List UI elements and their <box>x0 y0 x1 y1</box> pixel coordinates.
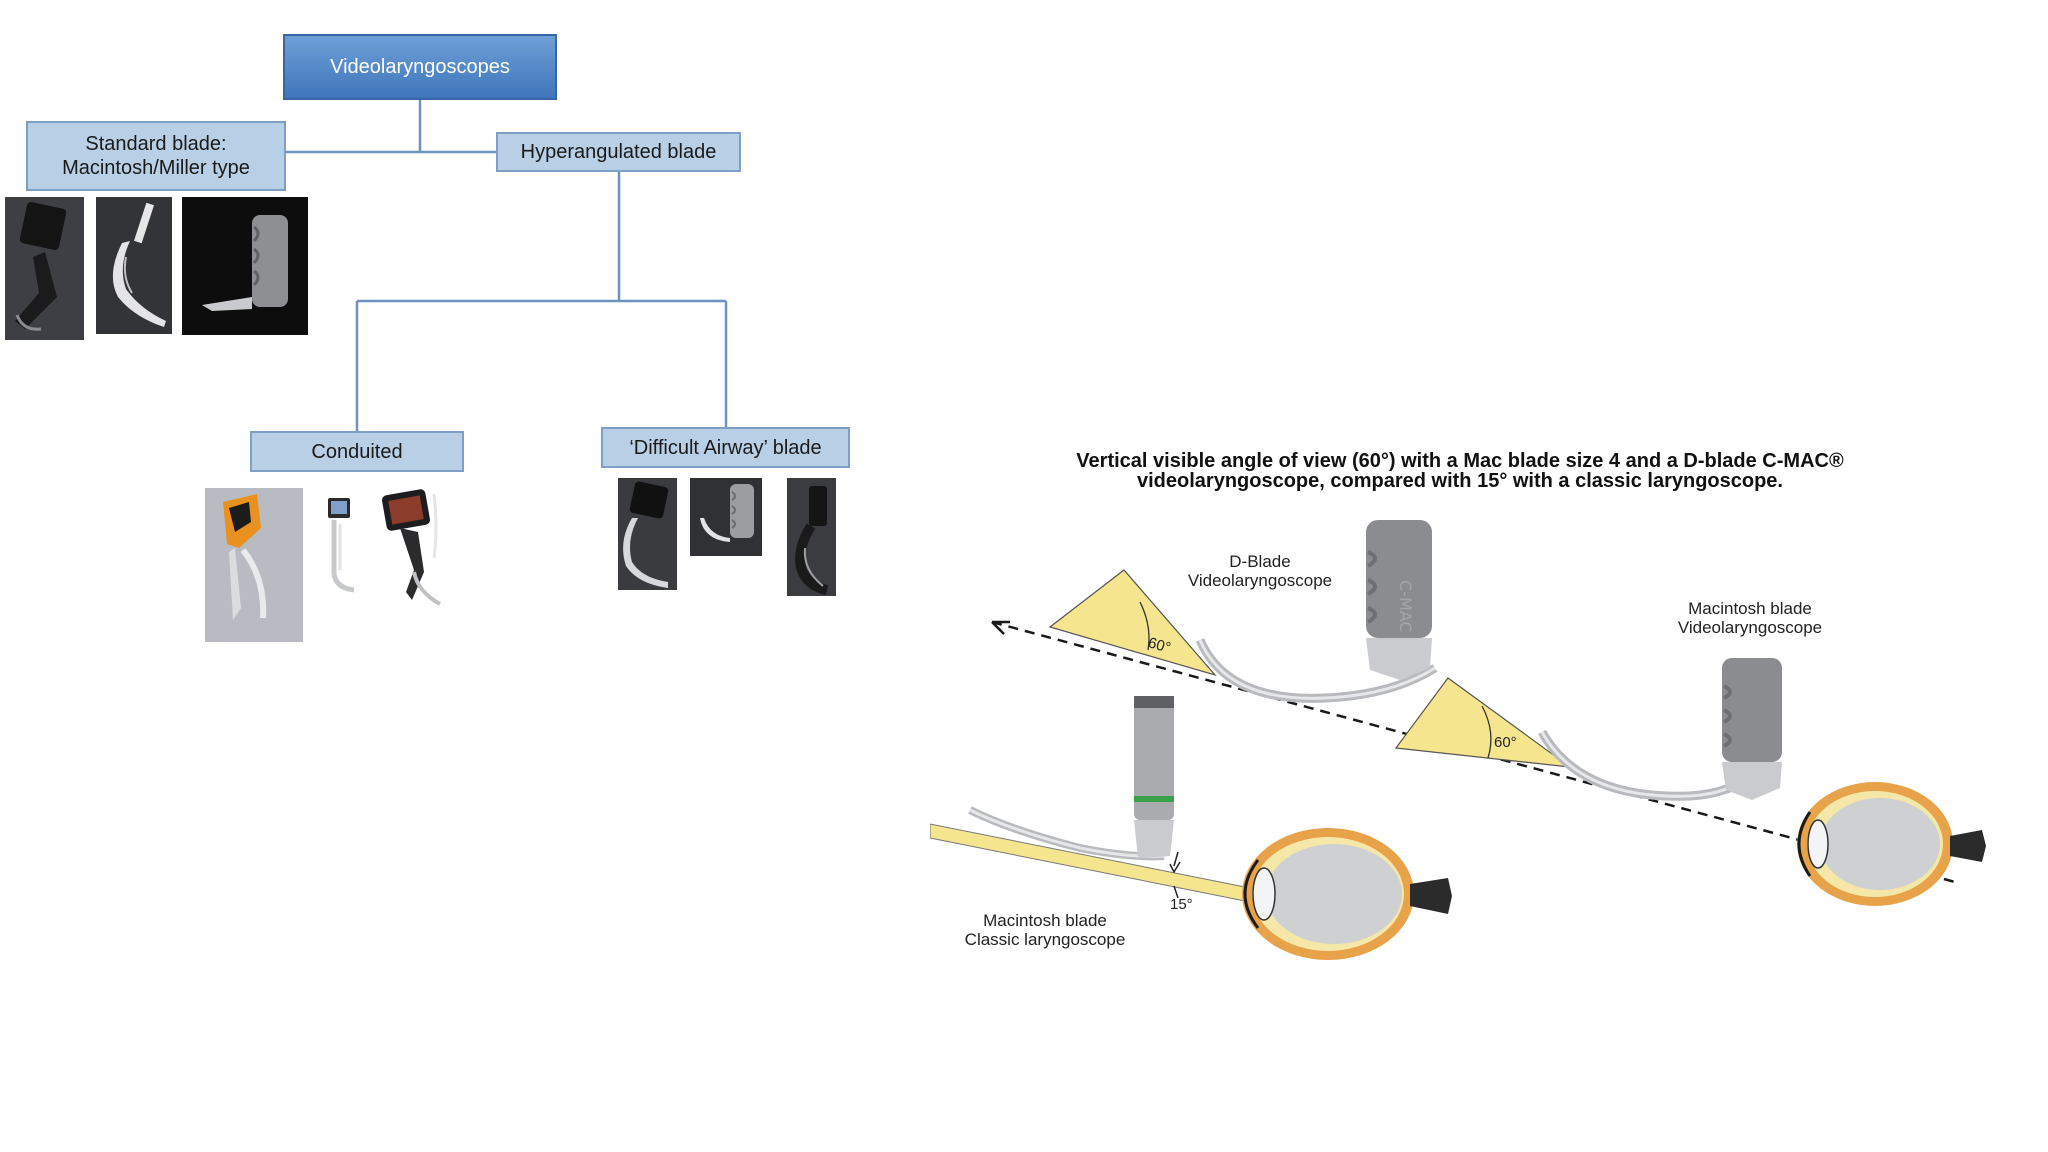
mac-classic-laryngoscope-label: Macintosh blade Classic laryngoscope <box>935 911 1155 949</box>
view-cone-dblade <box>1048 569 1217 677</box>
angle-of-view-diagram: C-MAC <box>930 520 1986 960</box>
root-label: Videolaryngoscopes <box>330 56 510 78</box>
figure-title-line1: Vertical visible angle of view (60°) wit… <box>1076 450 1844 472</box>
blade-photo-icon <box>182 197 308 335</box>
eye-diagram-icon <box>1797 782 1986 906</box>
standard-blade-box: Standard blade: Macintosh/Miller type <box>26 121 286 191</box>
conduited-box: Conduited <box>250 431 464 472</box>
difficult-airway-blade-box: ‘Difficult Airway’ blade <box>601 427 850 468</box>
hyperangulated-label: Hyperangulated blade <box>520 141 717 163</box>
conduited-label: Conduited <box>311 440 403 463</box>
standard-blade-photo-2 <box>96 197 172 334</box>
blade-photo-icon <box>205 488 303 642</box>
hyperangulated-blade-box: Hyperangulated blade <box>496 132 741 172</box>
mac-classic-label-line2: Classic laryngoscope <box>964 930 1126 949</box>
mac-video-label-line2: Videolaryngoscope <box>1677 618 1823 637</box>
dblade-videolaryngoscope-label: D-Blade Videolaryngoscope <box>1150 552 1370 590</box>
difficult-airway-label: ‘Difficult Airway’ blade <box>629 436 822 459</box>
difficult-airway-photo-1 <box>618 478 677 590</box>
conduited-photo-3 <box>378 488 464 610</box>
blade-photo-icon <box>382 489 441 606</box>
mac-videolaryngoscope-label: Macintosh blade Videolaryngoscope <box>1640 599 1860 637</box>
mac-classic-label-line1: Macintosh blade <box>983 911 1107 930</box>
dblade-label-line2: Videolaryngoscope <box>1187 571 1333 590</box>
standard-blade-photo-3 <box>182 197 308 335</box>
laryngoscope-handle-icon <box>1134 696 1174 820</box>
blade-photo-icon <box>690 478 762 556</box>
blade-photo-icon <box>96 197 172 334</box>
angle-15-label: 15° <box>1170 896 1193 913</box>
conduited-photo-2 <box>314 494 372 594</box>
dblade-label-line1: D-Blade <box>1229 552 1291 571</box>
view-cone-mac-video <box>1394 677 1573 768</box>
handle-brand-label: C-MAC <box>1396 580 1415 633</box>
blade-photo-icon <box>787 478 836 596</box>
conduited-photo-1 <box>205 488 303 642</box>
laryngoscope-handle-icon <box>1366 520 1432 638</box>
blade-photo-icon <box>328 498 355 593</box>
standard-blade-photo-1 <box>5 197 84 340</box>
root-videolaryngoscopes-box: Videolaryngoscopes <box>283 34 557 100</box>
blade-photo-icon <box>618 478 677 590</box>
figure-title-line2: videolaryngoscope, compared with 15° wit… <box>1137 470 1783 492</box>
eye-diagram-icon <box>1242 828 1452 960</box>
blade-photo-icon <box>5 197 84 340</box>
mac-video-label-line1: Macintosh blade <box>1688 599 1812 618</box>
standard-blade-label-line1: Standard blade: <box>85 133 227 155</box>
standard-blade-label-line2: Macintosh/Miller type <box>62 157 250 179</box>
angle-60-mac-video-label: 60° <box>1494 734 1517 751</box>
difficult-airway-photo-2 <box>690 478 762 556</box>
difficult-airway-photo-3 <box>787 478 836 596</box>
laryngoscope-handle-icon <box>1722 658 1782 762</box>
